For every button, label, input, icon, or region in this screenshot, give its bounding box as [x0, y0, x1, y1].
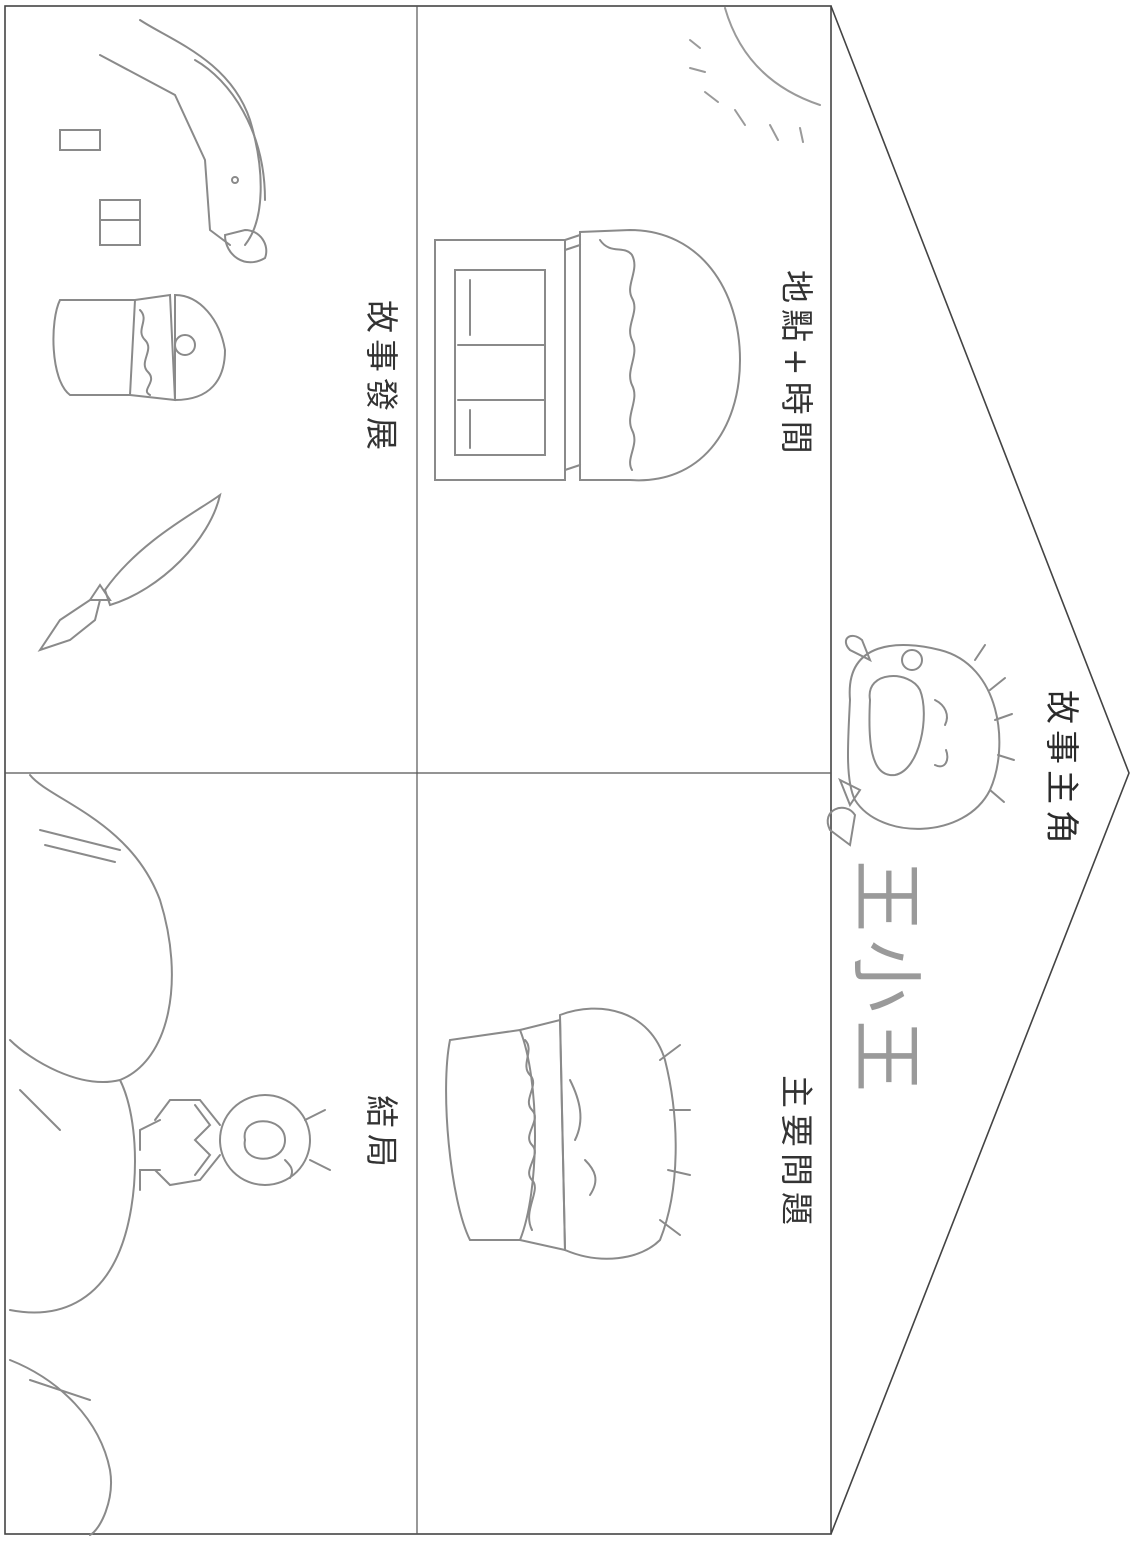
bakery-shop-drawing: [434, 228, 742, 482]
sun-drawing: [689, 7, 821, 143]
cake-drawing: [445, 1007, 691, 1260]
character-name-handwritten: 王小王: [844, 860, 928, 1101]
child-and-hills-drawing: [9, 774, 331, 1536]
smiling-child-drawing: [826, 634, 1015, 847]
roof-label: 故事主角: [1041, 690, 1081, 850]
house-body-outline: [4, 5, 832, 1535]
house-roof-outline: [830, 5, 1130, 1535]
development-label: 故事發展: [362, 300, 401, 456]
knife-cake-and-hand-drawings: [37, 19, 268, 652]
problem-label: 主要問題: [777, 1075, 816, 1231]
ending-label: 結局: [362, 1095, 401, 1173]
setting-label: 地點+時間: [777, 270, 816, 460]
